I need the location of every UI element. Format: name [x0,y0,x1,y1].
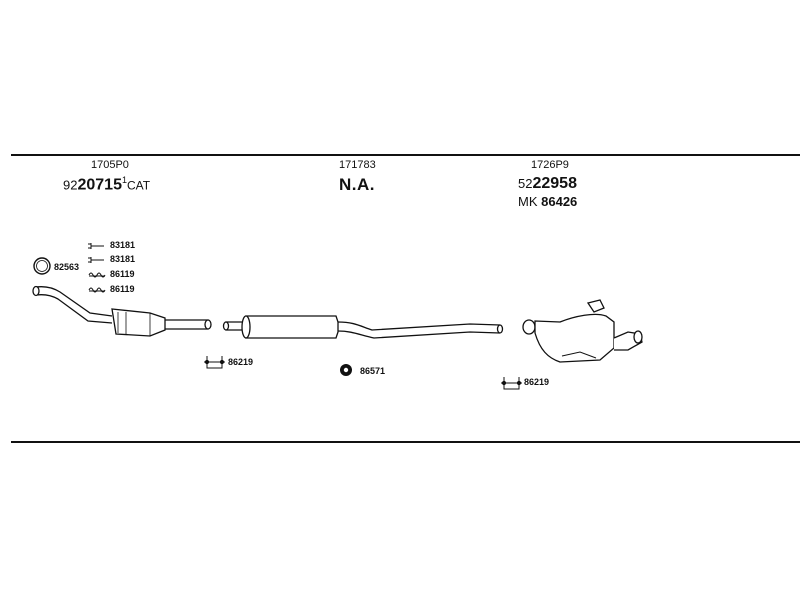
ring-label: 82563 [54,262,80,272]
right-mk-number: 86426 [541,194,578,209]
clamp-left-label: 86219 [228,357,254,367]
middle-silencer [222,315,504,339]
right-mk-line: MK 86426 [518,195,577,208]
right-part-main: 22958 [532,175,577,192]
mid-part-na: N.A. [339,175,375,194]
left-code: 1705P0 [91,159,129,171]
hanger-mid-label: 86571 [360,366,386,376]
top-divider [11,154,800,156]
spring-icon-2 [88,287,106,293]
spring-label-2: 86119 [110,284,135,294]
ring-gasket-icon [33,257,51,275]
bottom-divider [11,441,800,443]
bolt-icon-2 [88,257,104,263]
bolt-label-1: 83181 [110,240,136,250]
right-code: 1726P9 [531,159,569,171]
spring-icon-1 [88,272,106,278]
spring-label-1: 86119 [110,269,135,279]
right-part-prefix: 52 [518,176,533,191]
bolt-label-2: 83181 [110,254,136,264]
clamp-left-icon [204,356,225,369]
clamp-right-icon [501,377,522,390]
left-part-sup: 1 [121,175,127,185]
left-part-number: 92207151CAT [63,176,150,193]
left-part-main: 20715 [77,176,122,194]
right-mk-prefix: MK [518,194,538,209]
bolt-icon-1 [88,243,104,249]
rear-silencer [522,299,643,363]
left-part-prefix: 92 [63,177,78,193]
left-part-suffix: CAT [126,178,151,193]
mid-code: 171783 [339,159,376,171]
hanger-mid-icon [340,364,352,376]
front-pipe-catalyst [32,285,212,337]
clamp-right-label: 86219 [524,377,550,387]
right-part-number: 5222958 [518,176,577,192]
